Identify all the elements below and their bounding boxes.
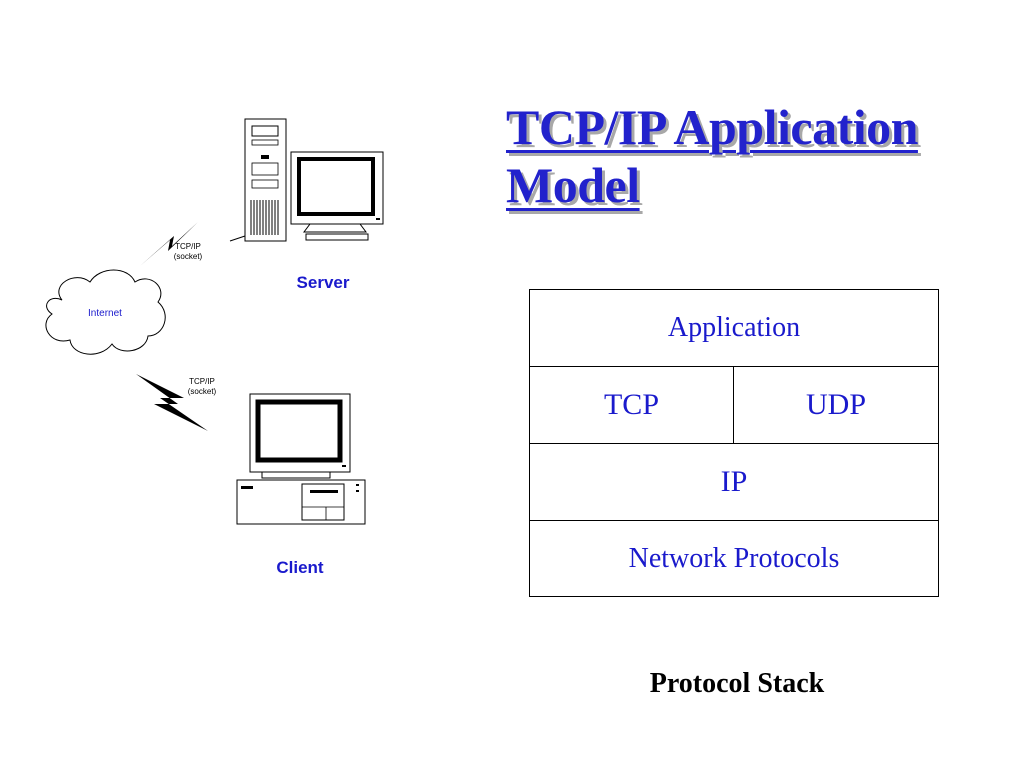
server-link-label: TCP/IP (socket) [168,242,208,262]
protocol-stack: Application TCP UDP IP Network Protocols [529,289,939,597]
client-link-socket: (socket) [187,387,217,396]
udp-layer-label: UDP [805,388,866,421]
client-link-label: TCP/IP (socket) [180,377,224,397]
ip-layer-label: IP [720,465,748,498]
tcp-layer-label: TCP [603,388,660,421]
network-diagram [45,118,384,525]
stack-caption: Protocol Stack [649,668,825,699]
stack-layer-application: Application [530,290,938,367]
client-label: Client [276,558,324,577]
server-label: Server [296,273,350,292]
server-link-protocol: TCP/IP [175,242,201,251]
server-monitor-icon [290,151,384,241]
client-link-protocol: TCP/IP [189,377,215,386]
internet-label: Internet [88,308,122,319]
server-link-socket: (socket) [173,252,203,261]
stack-cell-tcp: TCP [530,367,734,443]
client-computer-icon [236,393,366,525]
server-tower-icon [229,118,287,242]
application-layer-label: Application [667,312,801,343]
lightning-bolt-icon [136,374,208,431]
stack-layer-ip: IP [530,444,938,521]
network-layer-label: Network Protocols [628,543,840,574]
stack-layer-network: Network Protocols [530,521,938,597]
internet-cloud-icon [45,269,166,355]
slide-title: TCP/IP Application Model [506,99,918,213]
stack-cell-udp: UDP [734,367,938,443]
stack-layer-transport: TCP UDP [530,367,938,444]
